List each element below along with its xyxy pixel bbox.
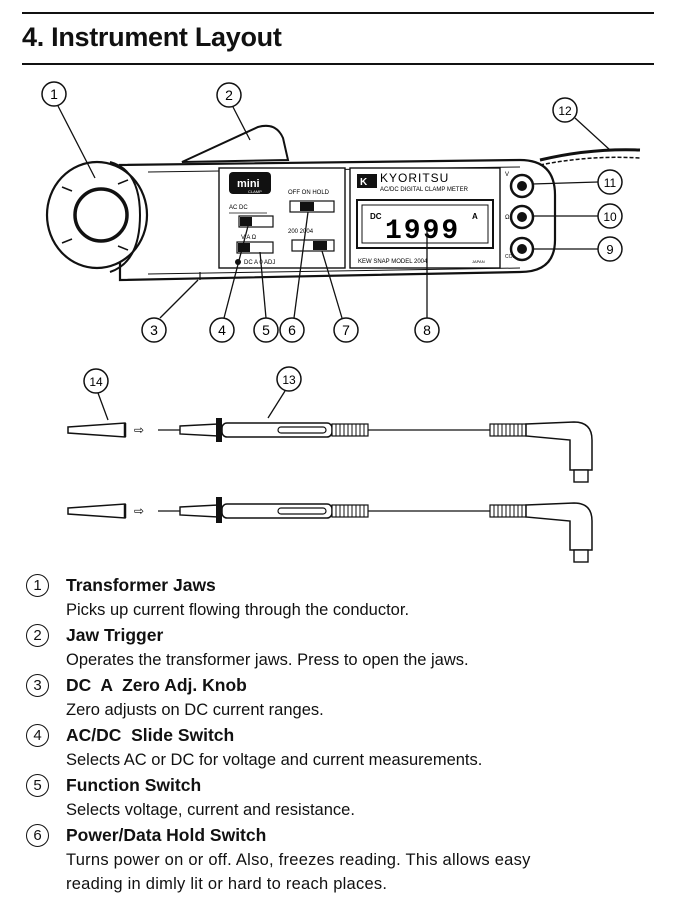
svg-text:2: 2 bbox=[225, 87, 233, 103]
item-description: Picks up current flowing through the con… bbox=[66, 601, 410, 619]
item-title: DC A Zero Adj. Knob bbox=[66, 675, 247, 695]
callout-13: 13 bbox=[267, 366, 302, 419]
terminal-v-label: V bbox=[505, 172, 509, 178]
page-title: 4. Instrument Layout bbox=[22, 22, 282, 52]
logo-sub: CLAMP bbox=[248, 189, 262, 194]
callout-9: 9 bbox=[532, 236, 623, 262]
test-lead-1: ⇨ bbox=[67, 418, 593, 483]
callout-10: 10 bbox=[532, 203, 623, 229]
jaw-trigger bbox=[181, 124, 290, 163]
brand-name: KYORITSU bbox=[380, 171, 449, 185]
svg-text:5: 5 bbox=[262, 322, 270, 338]
item-number: 6 bbox=[26, 824, 49, 847]
item-number: 4 bbox=[26, 724, 49, 747]
top-rule bbox=[22, 12, 654, 14]
svg-text:11: 11 bbox=[604, 176, 617, 190]
svg-text:K: K bbox=[360, 177, 368, 188]
svg-text:8: 8 bbox=[423, 322, 431, 338]
callout-2: 2 bbox=[216, 82, 251, 141]
instrument-diagram: mini CLAMP OFF ON HOLD AC DC V A Ω 200 2… bbox=[41, 81, 641, 563]
callout-3: 3 bbox=[141, 279, 199, 343]
svg-text:1: 1 bbox=[50, 86, 58, 102]
acdc-slide-switch bbox=[238, 215, 274, 228]
display-reading: 1999 bbox=[385, 216, 460, 247]
svg-text:⇨: ⇨ bbox=[134, 504, 144, 518]
item-number: 5 bbox=[26, 774, 49, 797]
title-rule bbox=[22, 63, 654, 65]
zero-adj-label: DC A 0 ADJ bbox=[244, 260, 275, 266]
callout-12: 12 bbox=[552, 97, 611, 151]
list-item: 3 DC A Zero Adj. Knob Zero adjusts on DC… bbox=[22, 673, 662, 722]
display-unit: A bbox=[472, 212, 478, 221]
list-item: 1 Transformer Jaws Picks up current flow… bbox=[22, 573, 662, 622]
function-switch bbox=[236, 241, 274, 254]
svg-text:12: 12 bbox=[558, 104, 572, 118]
item-title: AC/DC Slide Switch bbox=[66, 725, 235, 745]
item-title: Jaw Trigger bbox=[66, 625, 164, 645]
item-description: Selects AC or DC for voltage and current… bbox=[66, 751, 483, 769]
terminal-ohm-label: Ω bbox=[505, 215, 510, 221]
jaw-opening bbox=[73, 187, 129, 243]
footer-small: JAPAN bbox=[472, 259, 485, 264]
item-number: 1 bbox=[26, 574, 49, 597]
list-item: 4 AC/DC Slide Switch Selects AC or DC fo… bbox=[22, 723, 662, 772]
svg-text:6: 6 bbox=[288, 322, 296, 338]
power-cord bbox=[539, 148, 641, 162]
callout-5: 5 bbox=[253, 251, 279, 343]
test-lead-2: ⇨ bbox=[67, 497, 593, 563]
callout-14: 14 bbox=[83, 368, 109, 421]
svg-text:13: 13 bbox=[282, 373, 296, 387]
svg-text:7: 7 bbox=[342, 322, 350, 338]
item-description: Selects voltage, current and resistance. bbox=[66, 801, 355, 819]
terminal-com-label: COM bbox=[505, 254, 517, 260]
acdc-label: AC DC bbox=[229, 205, 248, 211]
item-title: Transformer Jaws bbox=[66, 575, 216, 595]
range-label: 200 2004 bbox=[288, 229, 314, 235]
svg-text:3: 3 bbox=[150, 322, 158, 338]
item-number: 3 bbox=[26, 674, 49, 697]
callout-8: 8 bbox=[414, 230, 440, 343]
parts-list: 1 Transformer Jaws Picks up current flow… bbox=[22, 573, 662, 897]
callout-11: 11 bbox=[531, 169, 623, 195]
svg-text:9: 9 bbox=[606, 242, 613, 257]
callout-7: 7 bbox=[321, 250, 359, 343]
list-item: 6 Power/Data Hold Switch Turns power on … bbox=[22, 823, 662, 896]
function-label: V A Ω bbox=[241, 235, 257, 241]
list-item: 2 Jaw Trigger Operates the transformer j… bbox=[22, 623, 662, 672]
item-description: Turns power on or off. Also, freezes rea… bbox=[66, 851, 531, 869]
mini-logo bbox=[229, 172, 271, 194]
model-line: AC/DC DIGITAL CLAMP METER bbox=[380, 187, 469, 193]
power-switch-label: OFF ON HOLD bbox=[288, 190, 330, 196]
model-footer: KEW SNAP MODEL 2004 bbox=[358, 259, 428, 265]
item-title: Power/Data Hold Switch bbox=[66, 825, 267, 845]
item-description: Zero adjusts on DC current ranges. bbox=[66, 701, 324, 719]
list-item: 5 Function Switch Selects voltage, curre… bbox=[22, 773, 662, 822]
svg-text:14: 14 bbox=[89, 375, 103, 389]
item-number: 2 bbox=[26, 624, 49, 647]
callout-6: 6 bbox=[279, 211, 309, 343]
item-title: Function Switch bbox=[66, 775, 202, 795]
item-description-continued: reading in dimly lit or hard to reach pl… bbox=[66, 875, 388, 893]
logo-text: mini bbox=[237, 178, 260, 190]
callout-4: 4 bbox=[209, 225, 249, 343]
svg-text:10: 10 bbox=[603, 210, 617, 224]
display-mode: DC bbox=[370, 212, 382, 221]
svg-text:⇨: ⇨ bbox=[134, 423, 144, 437]
callout-1: 1 bbox=[41, 81, 96, 179]
svg-text:4: 4 bbox=[218, 322, 226, 338]
item-description: Operates the transformer jaws. Press to … bbox=[66, 651, 469, 669]
